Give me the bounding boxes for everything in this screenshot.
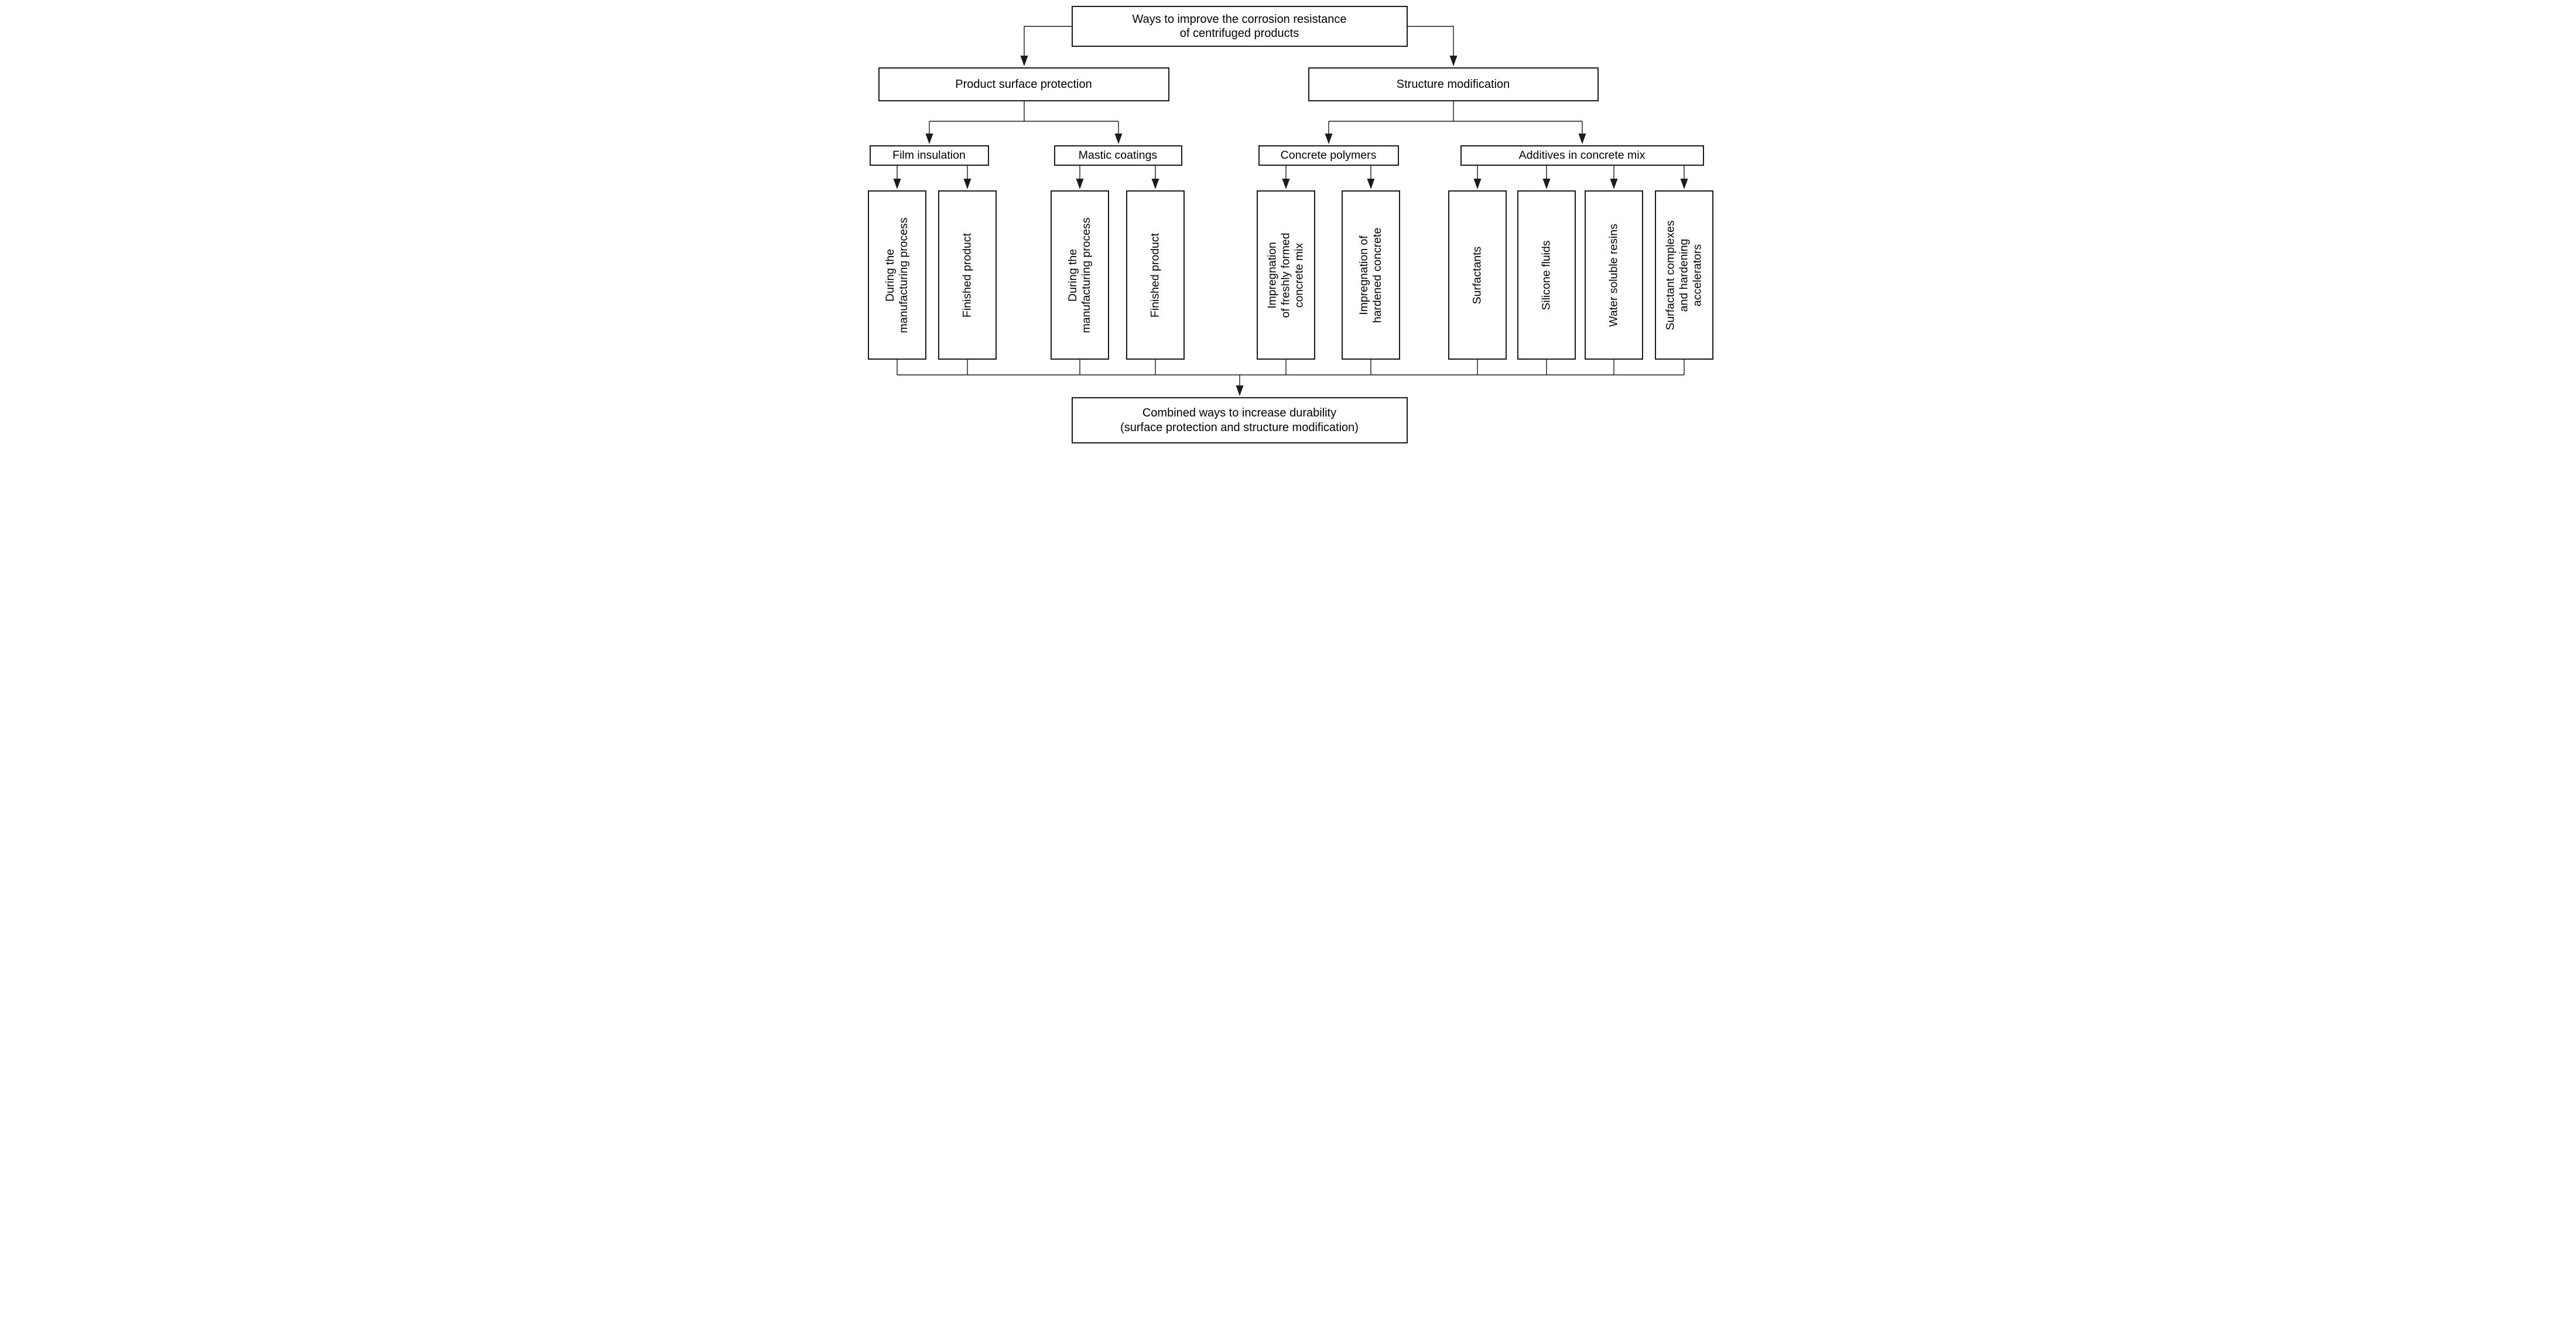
node-film-insulation-label: Film insulation bbox=[892, 148, 966, 162]
node-film-during-manufacturing: During the manufacturing process bbox=[867, 190, 926, 360]
node-water-soluble-resins: Water soluble resins bbox=[1584, 190, 1643, 360]
node-root-label: Ways to improve the corrosion resistance… bbox=[1132, 12, 1347, 40]
node-film-insulation: Film insulation bbox=[869, 145, 989, 166]
node-mastic-coatings: Mastic coatings bbox=[1053, 145, 1182, 166]
node-impregnation-freshly-formed-label: Impregnation of freshly formed concrete … bbox=[1265, 232, 1305, 318]
node-product-surface-protection: Product surface protection bbox=[878, 67, 1169, 101]
node-surfactant-complexes: Surfactant complexes and hardening accel… bbox=[1654, 190, 1713, 360]
node-product-surface-protection-label: Product surface protection bbox=[955, 77, 1092, 91]
node-film-during-manufacturing-label: During the manufacturing process bbox=[883, 217, 910, 333]
connector-root-structure-modification bbox=[1407, 26, 1457, 66]
node-surfactants: Surfactants bbox=[1448, 190, 1507, 360]
flowchart-canvas: Ways to improve the corrosion resistance… bbox=[858, 0, 1718, 448]
node-surfactant-complexes-label: Surfactant complexes and hardening accel… bbox=[1664, 220, 1703, 330]
node-impregnation-hardened-label: Impregnation of hardened concrete bbox=[1357, 227, 1384, 323]
node-structure-modification: Structure modification bbox=[1308, 67, 1599, 101]
node-mastic-finished-product-label: Finished product bbox=[1148, 233, 1161, 317]
node-silicone-fluids: Silicone fluids bbox=[1517, 190, 1576, 360]
node-film-finished-product: Finished product bbox=[938, 190, 997, 360]
node-film-finished-product-label: Finished product bbox=[960, 233, 973, 317]
node-combined-ways-label: Combined ways to increase durability (su… bbox=[1120, 407, 1359, 434]
node-root: Ways to improve the corrosion resistance… bbox=[1071, 6, 1408, 47]
node-concrete-polymers-label: Concrete polymers bbox=[1280, 148, 1377, 162]
node-impregnation-hardened: Impregnation of hardened concrete bbox=[1341, 190, 1400, 360]
connector-root-surface-protection bbox=[1020, 26, 1072, 66]
node-mastic-finished-product: Finished product bbox=[1125, 190, 1185, 360]
node-concrete-polymers: Concrete polymers bbox=[1258, 145, 1399, 166]
node-structure-modification-label: Structure modification bbox=[1396, 77, 1510, 91]
node-silicone-fluids-label: Silicone fluids bbox=[1540, 240, 1552, 310]
node-mastic-during-manufacturing: During the manufacturing process bbox=[1050, 190, 1109, 360]
node-mastic-during-manufacturing-label: During the manufacturing process bbox=[1066, 217, 1093, 333]
node-impregnation-freshly-formed: Impregnation of freshly formed concrete … bbox=[1256, 190, 1315, 360]
node-additives-in-concrete-mix: Additives in concrete mix bbox=[1460, 145, 1704, 166]
node-additives-in-concrete-mix-label: Additives in concrete mix bbox=[1518, 148, 1646, 162]
node-combined-ways: Combined ways to increase durability (su… bbox=[1071, 397, 1408, 443]
node-mastic-coatings-label: Mastic coatings bbox=[1078, 148, 1158, 162]
node-water-soluble-resins-label: Water soluble resins bbox=[1607, 223, 1620, 327]
node-surfactants-label: Surfactants bbox=[1470, 246, 1483, 304]
